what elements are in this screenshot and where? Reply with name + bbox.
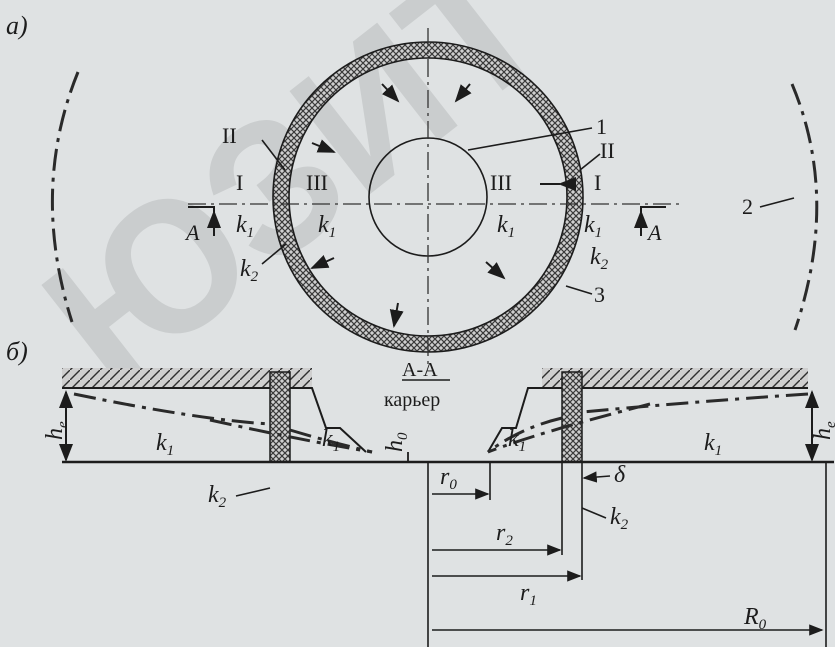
k1-plan-left-inner: k1 bbox=[318, 212, 336, 241]
R0-label: R0 bbox=[743, 604, 767, 633]
section-letter-left: А bbox=[184, 220, 200, 245]
svg-text:k1: k1 bbox=[497, 212, 515, 241]
curtain-ring-inner-edge bbox=[288, 57, 568, 337]
section-letter-right: А bbox=[646, 220, 662, 245]
k1-plan-right-inner: k1 bbox=[497, 212, 515, 241]
callout-3: 3 bbox=[594, 282, 605, 307]
svg-text:r0: r0 bbox=[440, 464, 457, 493]
svg-text:k2: k2 bbox=[590, 244, 609, 273]
curtain-section-right bbox=[561, 371, 583, 463]
inflow-arrows bbox=[310, 83, 576, 328]
svg-text:k1: k1 bbox=[584, 212, 602, 241]
depression-curve-left-inner bbox=[289, 428, 373, 454]
quarry-slope-left bbox=[290, 387, 367, 453]
svg-text:k1: k1 bbox=[318, 212, 336, 241]
svg-text:hе: hе bbox=[810, 421, 835, 440]
svg-text:h0: h0 bbox=[382, 432, 411, 452]
k1-plan-left-outer: k1 bbox=[236, 212, 254, 241]
zone-iii-left: III bbox=[306, 170, 328, 195]
depression-curve-left-lower bbox=[209, 418, 373, 454]
panel-b-label: б) bbox=[6, 337, 28, 366]
zone-i-right: I bbox=[594, 170, 601, 195]
quarry-label: карьер bbox=[384, 389, 440, 411]
callout-1: 1 bbox=[596, 114, 607, 139]
zone-ii-left: II bbox=[222, 123, 237, 148]
curtain-section-left bbox=[269, 371, 291, 463]
svg-text:k1: k1 bbox=[236, 212, 254, 241]
h0-label: h0 bbox=[382, 432, 411, 452]
k1-section-right-inner: k1 bbox=[508, 426, 526, 455]
k2-section-right: k2 bbox=[610, 504, 629, 533]
r0-label: r0 bbox=[440, 464, 457, 493]
svg-text:hе: hе bbox=[42, 421, 71, 440]
k1-section-left-outer: k1 bbox=[156, 430, 174, 459]
k2-section-left: k2 bbox=[208, 482, 227, 511]
he-left: hе bbox=[42, 421, 71, 440]
svg-text:k1: k1 bbox=[156, 430, 174, 459]
svg-text:R0: R0 bbox=[743, 604, 767, 633]
ground-hatch-right bbox=[542, 368, 808, 388]
k2-plan-left: k2 bbox=[240, 256, 259, 285]
svg-text:k1: k1 bbox=[704, 430, 722, 459]
quarry-slope-right bbox=[487, 387, 542, 453]
ground-hatch-left bbox=[62, 368, 312, 388]
depression-boundary-left bbox=[50, 71, 80, 323]
k1-section-right-outer: k1 bbox=[704, 430, 722, 459]
k1-section-left-inner: k1 bbox=[322, 426, 340, 455]
panel-a-label: а) bbox=[6, 11, 28, 40]
svg-text:r1: r1 bbox=[520, 580, 537, 609]
zone-iii-right: III bbox=[490, 170, 512, 195]
svg-text:r2: r2 bbox=[496, 520, 513, 549]
callout-2: 2 bbox=[742, 194, 753, 219]
svg-text:k1: k1 bbox=[508, 426, 526, 455]
delta-label: δ bbox=[614, 462, 626, 488]
depression-curve-left-outer bbox=[73, 392, 271, 426]
svg-text:k2: k2 bbox=[208, 482, 227, 511]
zone-ii-right: II bbox=[600, 138, 615, 163]
svg-text:k2: k2 bbox=[610, 504, 629, 533]
svg-text:k1: k1 bbox=[322, 426, 340, 455]
r1-label: r1 bbox=[520, 580, 537, 609]
section-title: А-А bbox=[402, 359, 438, 381]
svg-text:k2: k2 bbox=[240, 256, 259, 285]
zone-i-left: I bbox=[236, 170, 243, 195]
k2-plan-right: k2 bbox=[590, 244, 609, 273]
depression-curve-right-outer bbox=[581, 392, 809, 414]
k1-plan-right-outer: k1 bbox=[584, 212, 602, 241]
r2-label: r2 bbox=[496, 520, 513, 549]
depression-curve-right-inner bbox=[487, 416, 563, 454]
depression-curve-right-lower bbox=[487, 402, 651, 454]
he-right: hе bbox=[810, 421, 835, 440]
depression-boundary-right bbox=[790, 83, 819, 331]
